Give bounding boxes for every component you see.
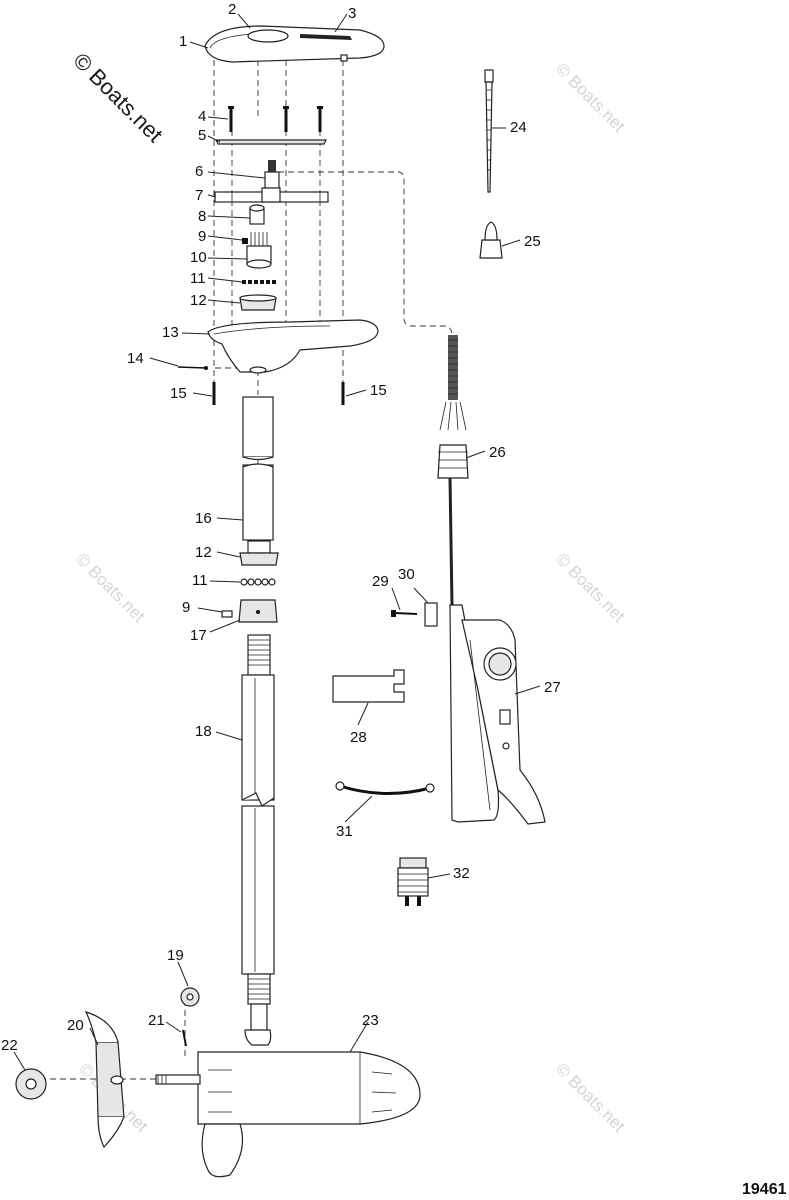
callout-27: 27 [544,679,561,696]
callout-23: 23 [362,1012,379,1029]
callout-8: 8 [198,208,206,225]
part-prop-nut [15,1068,47,1100]
part-bearing-lower [240,578,276,586]
callout-25: 25 [524,233,541,250]
callout-1: 1 [179,33,187,50]
callout-15-left: 15 [170,385,187,402]
callout-9: 9 [198,228,206,245]
part-composite-shaft [241,634,275,1033]
callout-21: 21 [148,1012,165,1029]
callout-9-lower: 9 [182,599,190,616]
callout-7: 7 [195,187,203,204]
callout-24: 24 [510,119,527,136]
part-shaft-collar [238,599,278,623]
part-top-cover [204,25,385,63]
part-washer [180,987,200,1007]
figure-number: 19461 [742,1181,787,1198]
callout-12: 12 [190,292,207,309]
callout-17: 17 [190,627,207,644]
callout-2: 2 [228,1,236,18]
callout-16: 16 [195,510,212,527]
part-screws [228,106,323,132]
callout-31: 31 [336,823,353,840]
part-gear [246,232,272,269]
callout-10: 10 [190,249,207,266]
part-power-plug [397,857,429,906]
part-long-screws [212,382,345,405]
callout-18: 18 [195,723,212,740]
part-pin [177,366,208,370]
callout-leaders [13,13,541,1071]
part-battery-lead [335,781,435,795]
part-cable-tie [484,69,494,193]
part-set-screw-lower [221,610,233,618]
watermark-tiles: © Boats.net © Boats.net © Boats.net © Bo… [72,59,629,1136]
callout-5: 5 [198,127,206,144]
callout-11: 11 [190,270,206,287]
callout-15-right: 15 [370,382,387,399]
part-collar-lower [239,540,279,566]
callout-13: 13 [162,324,179,341]
part-lower-housing [207,319,379,374]
callout-19: 19 [167,947,184,964]
callout-30: 30 [398,566,415,583]
part-shaft-tube [242,396,274,541]
callout-6: 6 [195,163,203,180]
callout-22: 22 [1,1037,18,1054]
part-set-screw-upper [242,238,248,244]
callout-14: 14 [127,350,144,367]
callout-20: 20 [67,1017,84,1034]
watermark-tile: © Boats.net [72,549,149,626]
callout-3: 3 [348,5,356,22]
part-control-cable [437,335,469,606]
watermark-tile: © Boats.net [552,59,629,136]
callout-12-lower: 12 [195,544,212,561]
part-lower-unit-motor [155,1029,421,1178]
part-drive-pin [182,1029,187,1047]
watermark-tile: © Boats.net [552,549,629,626]
part-mounting-template [332,669,405,703]
callout-26: 26 [489,444,506,461]
callout-4: 4 [198,108,206,125]
part-gasket [215,139,327,145]
callout-11-lower: 11 [192,572,208,589]
callout-labels: 1 2 3 4 5 6 7 8 9 10 11 12 13 14 15 15 1… [1,1,561,1054]
part-collar-upper [239,294,277,311]
part-screw-and-cover [391,602,438,627]
part-propeller [84,1011,125,1149]
watermark-tile: © Boats.net [552,1059,629,1136]
part-wire-connector [479,221,503,259]
part-bushing [249,204,265,225]
callout-32: 32 [453,865,470,882]
watermark-primary: © Boats.net [68,48,167,147]
part-foot-pedal [449,604,546,825]
callout-29: 29 [372,573,389,590]
callout-28: 28 [350,729,367,746]
